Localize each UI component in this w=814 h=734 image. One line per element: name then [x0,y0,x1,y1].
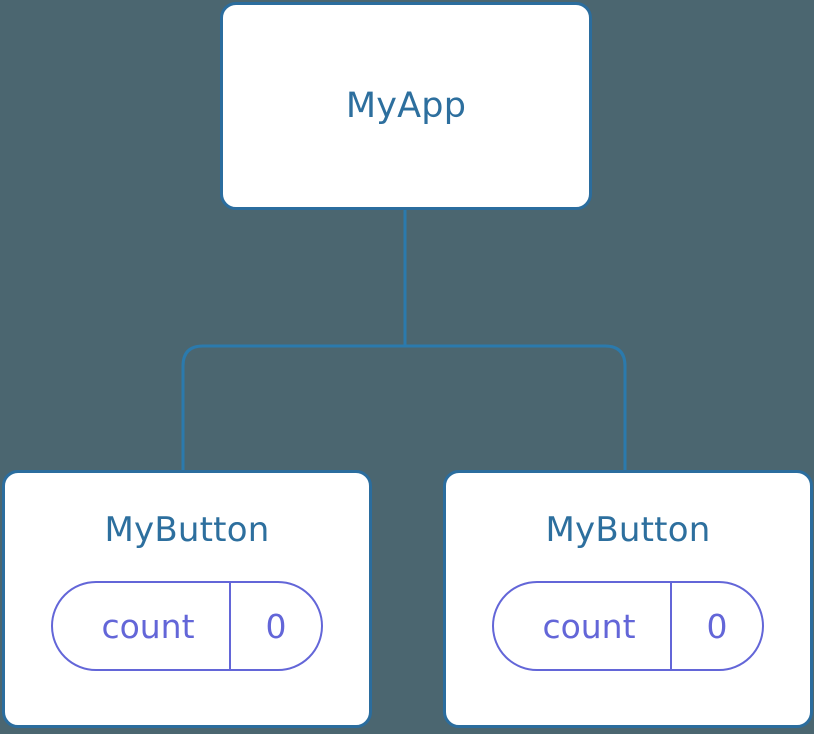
node-myapp[interactable]: MyApp [220,2,592,210]
state-value: 0 [670,583,762,669]
state-key: count [542,606,636,646]
state-pill[interactable]: count 0 [51,581,323,671]
node-title: MyButton [545,510,711,550]
state-pill[interactable]: count 0 [492,581,764,671]
node-mybutton-1[interactable]: MyButton count 0 [2,470,372,728]
state-value: 0 [229,583,321,669]
node-mybutton-2[interactable]: MyButton count 0 [443,470,813,728]
state-key: count [101,606,195,646]
node-title: MyApp [345,85,467,126]
edge-bus-right [405,344,627,472]
edge-bus-left [181,344,405,472]
node-title: MyButton [104,510,270,550]
